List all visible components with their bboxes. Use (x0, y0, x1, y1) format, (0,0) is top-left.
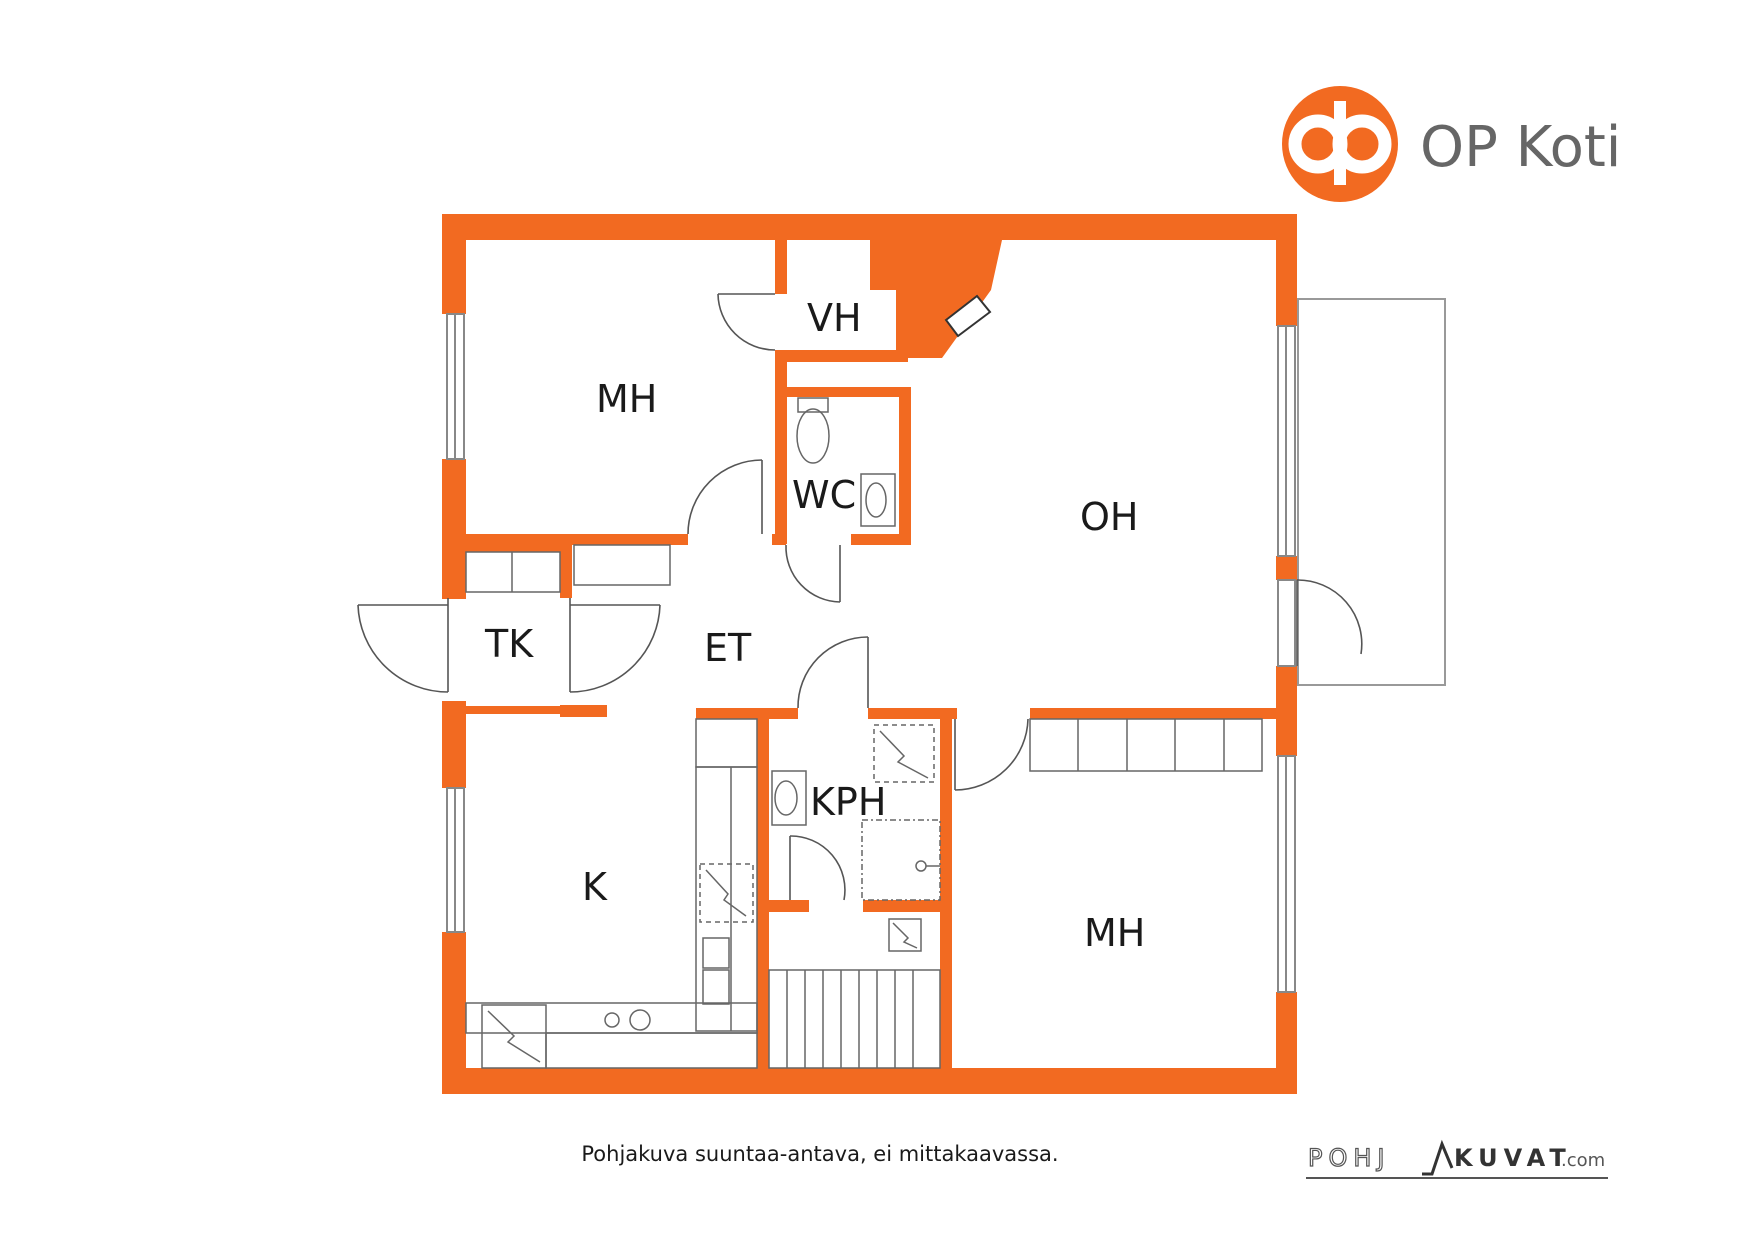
op-koti-logo: OP Koti (1282, 86, 1621, 202)
room-label-tk: TK (484, 622, 534, 666)
pohjakuvat-part2: KUVAT (1454, 1144, 1572, 1172)
pohjakuvat-suffix: .com (1561, 1150, 1605, 1171)
kitchen-fixtures (465, 718, 758, 1069)
pohjakuvat-part1: POHJ (1308, 1144, 1391, 1172)
doors (357, 293, 1363, 901)
plan-disclaimer: Pohjakuva suuntaa-antava, ei mittakaavas… (581, 1142, 1059, 1166)
chimney-hatch (944, 294, 992, 338)
storage-cabinets (465, 544, 1263, 772)
room-label-mh-bottom: MH (1084, 911, 1145, 955)
pohjakuvat-roof-icon (1422, 1139, 1454, 1176)
room-label-vh: VH (807, 296, 862, 340)
room-label-et: ET (704, 626, 752, 670)
brand-name: OP Koti (1420, 115, 1621, 180)
bathroom-fixtures (771, 397, 941, 952)
windows (446, 313, 1296, 993)
room-label-wc: WC (792, 473, 856, 517)
room-labels: MH VH WC OH TK ET KPH K MH (484, 296, 1145, 955)
room-label-kph: KPH (810, 780, 886, 824)
room-label-oh: OH (1080, 495, 1138, 539)
staircase (768, 969, 941, 1069)
balcony (1297, 298, 1446, 686)
op-symbol-icon (1282, 86, 1398, 202)
room-label-mh-top: MH (596, 377, 657, 421)
walls (442, 214, 1297, 1094)
pohjakuvat-logo: POHJ KUVAT .com (1306, 1139, 1608, 1179)
room-label-k: K (582, 865, 608, 909)
